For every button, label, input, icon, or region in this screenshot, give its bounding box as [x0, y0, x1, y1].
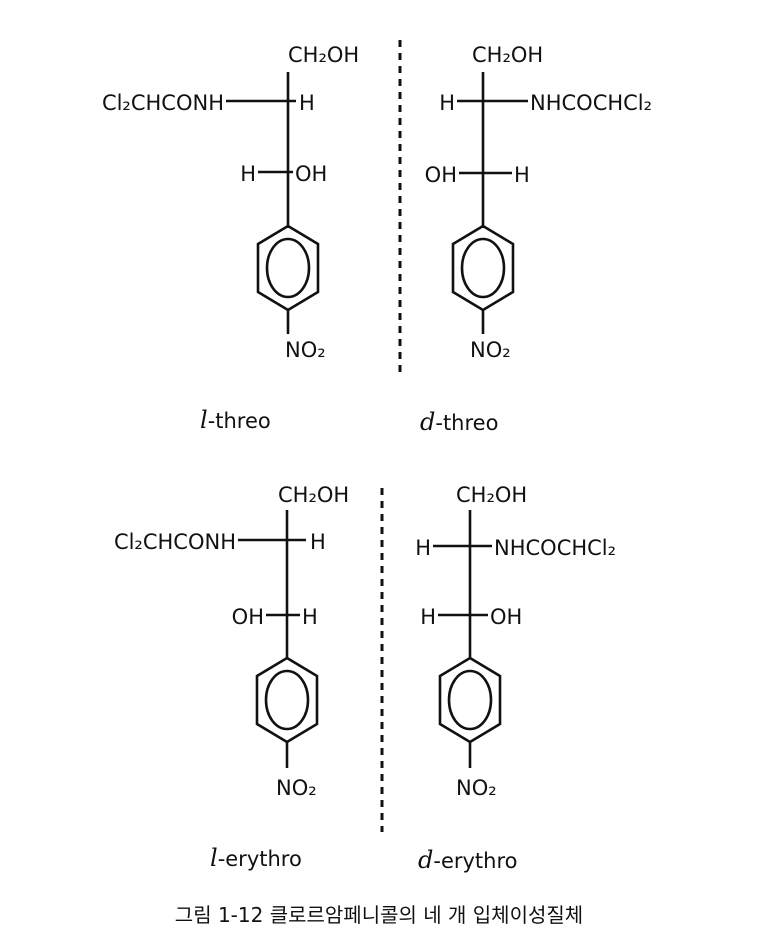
molecule-d-erythro: CH₂OH H NHCOCHCl₂ H OH NO₂ [415, 483, 616, 800]
substituent-bottom: NO₂ [470, 338, 511, 362]
substituent-right-2: OH [295, 162, 327, 186]
figure-caption: 그림 1-12 클로르암페니콜의 네 개 입체이성질체 [175, 903, 583, 927]
substituent-left-2: OH [425, 163, 457, 187]
substituent-top: CH₂OH [288, 43, 359, 67]
substituent-bottom: NO₂ [276, 776, 317, 800]
substituent-top: CH₂OH [456, 483, 527, 507]
substituent-left-1: H [415, 536, 431, 560]
substituent-left-2: H [240, 162, 256, 186]
substituent-right-1: NHCOCHCl₂ [530, 91, 652, 115]
substituent-left-1: H [439, 91, 455, 115]
substituent-left-2: OH [232, 605, 264, 629]
substituent-bottom: NO₂ [285, 338, 326, 362]
substituent-right-1: H [299, 91, 315, 115]
label-l-erythro: l-erythro [210, 844, 302, 872]
substituent-right-2: H [302, 605, 318, 629]
substituent-left-1: Cl₂CHCONH [102, 91, 224, 115]
substituent-right-2: H [514, 163, 530, 187]
substituent-right-1: NHCOCHCl₂ [494, 536, 616, 560]
label-d-erythro: d-erythro [418, 846, 518, 874]
molecule-l-erythro: CH₂OH Cl₂CHCONH H OH H NO₂ [114, 483, 349, 800]
substituent-top: CH₂OH [278, 483, 349, 507]
substituent-left-1: Cl₂CHCONH [114, 530, 236, 554]
substituent-bottom: NO₂ [456, 776, 497, 800]
substituent-left-2: H [420, 605, 436, 629]
label-l-threo: l-threo [200, 406, 271, 434]
label-d-threo: d-threo [420, 408, 498, 436]
molecule-l-threo: CH₂OH Cl₂CHCONH H H OH NO₂ [102, 43, 359, 362]
substituent-right-2: OH [490, 605, 522, 629]
substituent-right-1: H [310, 530, 326, 554]
molecule-d-threo: CH₂OH H NHCOCHCl₂ OH H NO₂ [425, 43, 652, 362]
substituent-top: CH₂OH [472, 43, 543, 67]
